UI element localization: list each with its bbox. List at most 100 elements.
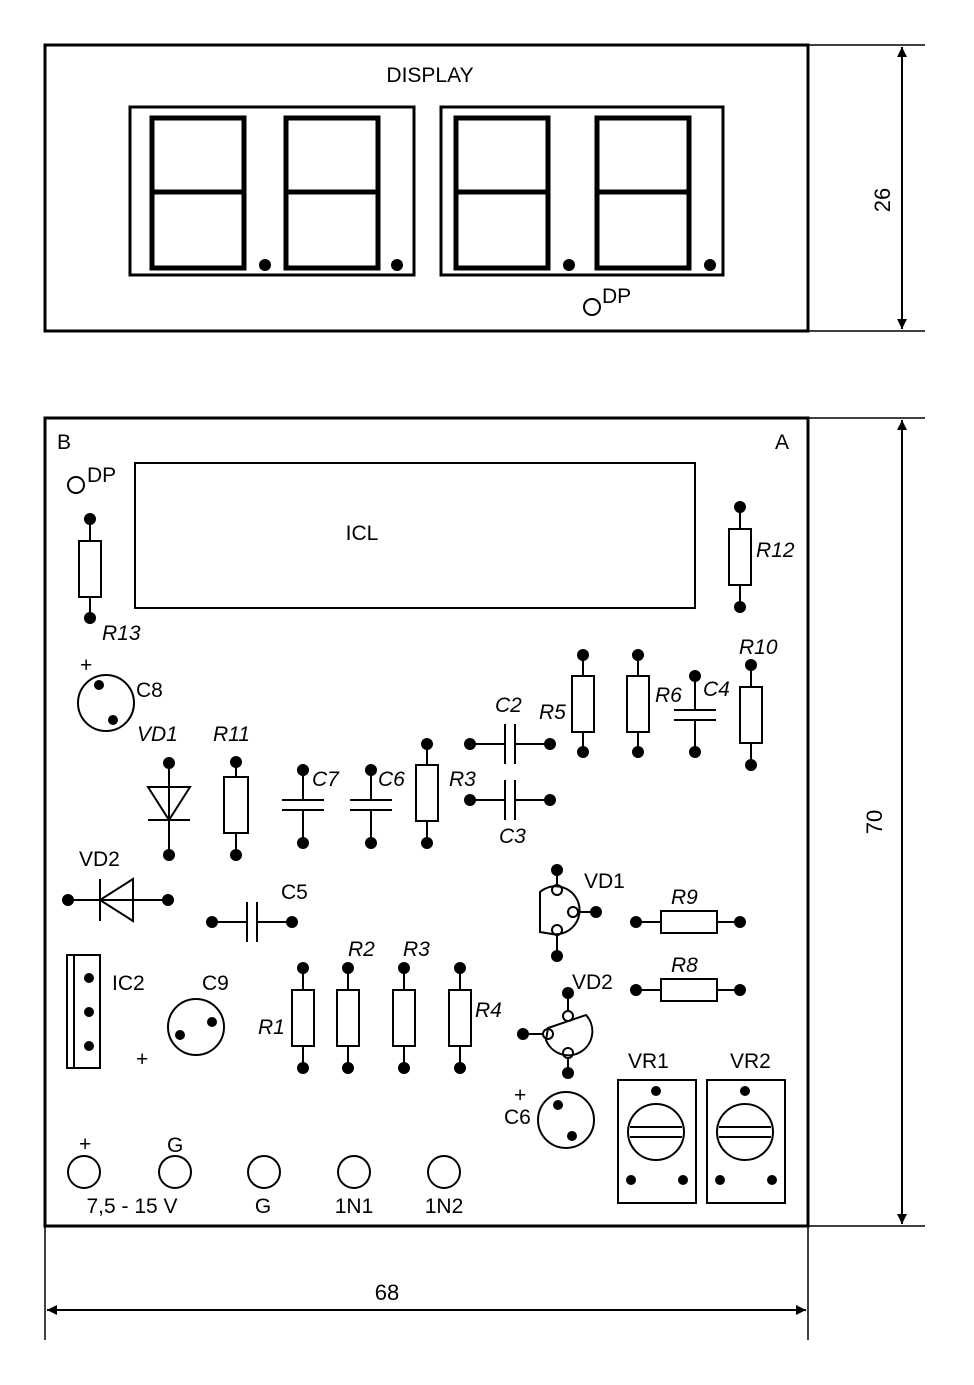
capacitor-c9 xyxy=(167,998,225,1056)
r12-label: R12 xyxy=(756,539,795,562)
digit-1 xyxy=(149,115,247,271)
resistor-r11 xyxy=(223,756,249,861)
terminal-in2 xyxy=(427,1155,461,1189)
terminal-g2 xyxy=(247,1155,281,1189)
digit-3 xyxy=(453,115,551,271)
vr1-label: VR1 xyxy=(628,1050,669,1073)
icl-label: ICL xyxy=(346,522,379,545)
digit-4 xyxy=(594,115,692,271)
r2-label: R2 xyxy=(348,938,375,961)
r11-label: R11 xyxy=(213,723,250,746)
transistor-vd1 xyxy=(539,864,602,962)
board-width-label: 68 xyxy=(375,1280,399,1305)
terminal-plus-label: + xyxy=(79,1133,91,1156)
terminal-g1 xyxy=(158,1155,192,1189)
capacitor-c6 xyxy=(350,764,392,849)
resistor-r4 xyxy=(448,962,472,1074)
c5-label: C5 xyxy=(281,881,308,904)
decimal-point xyxy=(391,259,403,271)
c6-bottom-plus: + xyxy=(514,1084,526,1107)
resistor-r8 xyxy=(630,978,746,1002)
terminal-in1-label: 1N1 xyxy=(335,1195,374,1218)
terminal-ground-label: G xyxy=(255,1195,271,1218)
resistor-r3 xyxy=(415,738,439,849)
resistor-r9 xyxy=(630,910,746,934)
r1-label: R1 xyxy=(258,1016,285,1039)
c7-label: C7 xyxy=(312,768,340,791)
vd1-trans-label: VD1 xyxy=(584,870,625,893)
terminal-in1 xyxy=(337,1155,371,1189)
decimal-point xyxy=(563,259,575,271)
resistor-r2 xyxy=(336,962,360,1074)
board-dp-label: DP xyxy=(87,464,116,487)
terminal-plus xyxy=(67,1155,101,1189)
c6-top-label: C6 xyxy=(378,768,405,791)
r6-label: R6 xyxy=(655,684,682,707)
c8-plus: + xyxy=(80,654,92,677)
decimal-point xyxy=(704,259,716,271)
ic2-regulator xyxy=(66,954,101,1069)
capacitor-c3 xyxy=(464,780,556,820)
trimmer-vr1 xyxy=(617,1079,697,1204)
terminal-in2-label: 1N2 xyxy=(425,1195,464,1218)
vd2-diode-label: VD2 xyxy=(79,848,120,871)
terminal-supply-label: 7,5 - 15 V xyxy=(86,1195,177,1218)
c9-label: C9 xyxy=(202,972,229,995)
display-height-label: 26 xyxy=(870,188,895,212)
c6-bottom-label: C6 xyxy=(504,1106,531,1129)
pcb-board: B A DP ICL R13 R12 + C8 xyxy=(43,416,810,1228)
board-width-dimension: 68 xyxy=(44,1226,809,1340)
c2-label: C2 xyxy=(495,694,522,717)
decimal-point xyxy=(259,259,271,271)
transistor-vd2 xyxy=(517,987,594,1079)
display-height-dimension: 26 xyxy=(808,44,925,332)
ic2-label: IC2 xyxy=(112,972,145,995)
resistor-r3-lower xyxy=(392,962,416,1074)
display-outline xyxy=(43,43,810,333)
r3-bottom-label: R3 xyxy=(403,938,430,961)
display-panel: DISPLAY xyxy=(43,43,925,333)
c3-label: C3 xyxy=(499,825,526,848)
c4-label: C4 xyxy=(703,678,730,701)
terminal-g-top-label: G xyxy=(167,1134,183,1157)
resistor-r13 xyxy=(78,513,102,624)
r5-label: R5 xyxy=(539,701,566,724)
capacitor-c5 xyxy=(206,902,298,942)
r4-label: R4 xyxy=(475,999,502,1022)
dp-pad xyxy=(583,298,601,316)
terminal-pads xyxy=(67,1155,461,1189)
display-module-left xyxy=(128,105,416,277)
vd2-trans-label: VD2 xyxy=(572,971,613,994)
r13-label: R13 xyxy=(102,622,141,645)
board-outline xyxy=(43,416,810,1228)
vd1-diode-label: VD1 xyxy=(137,723,178,746)
corner-label-b: B xyxy=(57,431,71,454)
c8-label: C8 xyxy=(136,679,163,702)
r8-label: R8 xyxy=(671,954,698,977)
c9-plus: + xyxy=(136,1048,148,1071)
board-height-dimension: 70 xyxy=(808,417,925,1227)
trimmer-vr2 xyxy=(706,1079,786,1204)
r3-top-label: R3 xyxy=(449,768,476,791)
digit-2 xyxy=(283,115,381,271)
capacitor-c4 xyxy=(674,670,716,758)
capacitor-c2 xyxy=(464,724,556,764)
diode-vd2 xyxy=(62,877,174,923)
display-dp-label: DP xyxy=(602,285,631,308)
resistor-r12 xyxy=(728,501,752,613)
r10-label: R10 xyxy=(739,636,778,659)
display-title: DISPLAY xyxy=(386,64,473,87)
resistor-r5 xyxy=(571,649,595,758)
resistor-r10 xyxy=(739,659,763,771)
r9-label: R9 xyxy=(671,886,698,909)
resistor-r6 xyxy=(626,649,650,758)
display-module-right xyxy=(439,105,725,277)
board-dp-pad xyxy=(67,476,85,494)
corner-label-a: A xyxy=(775,431,789,454)
vr2-label: VR2 xyxy=(730,1050,771,1073)
diode-vd1 xyxy=(146,757,192,861)
board-height-label: 70 xyxy=(862,810,887,834)
resistor-r1 xyxy=(291,962,315,1074)
capacitor-c7 xyxy=(282,764,324,849)
